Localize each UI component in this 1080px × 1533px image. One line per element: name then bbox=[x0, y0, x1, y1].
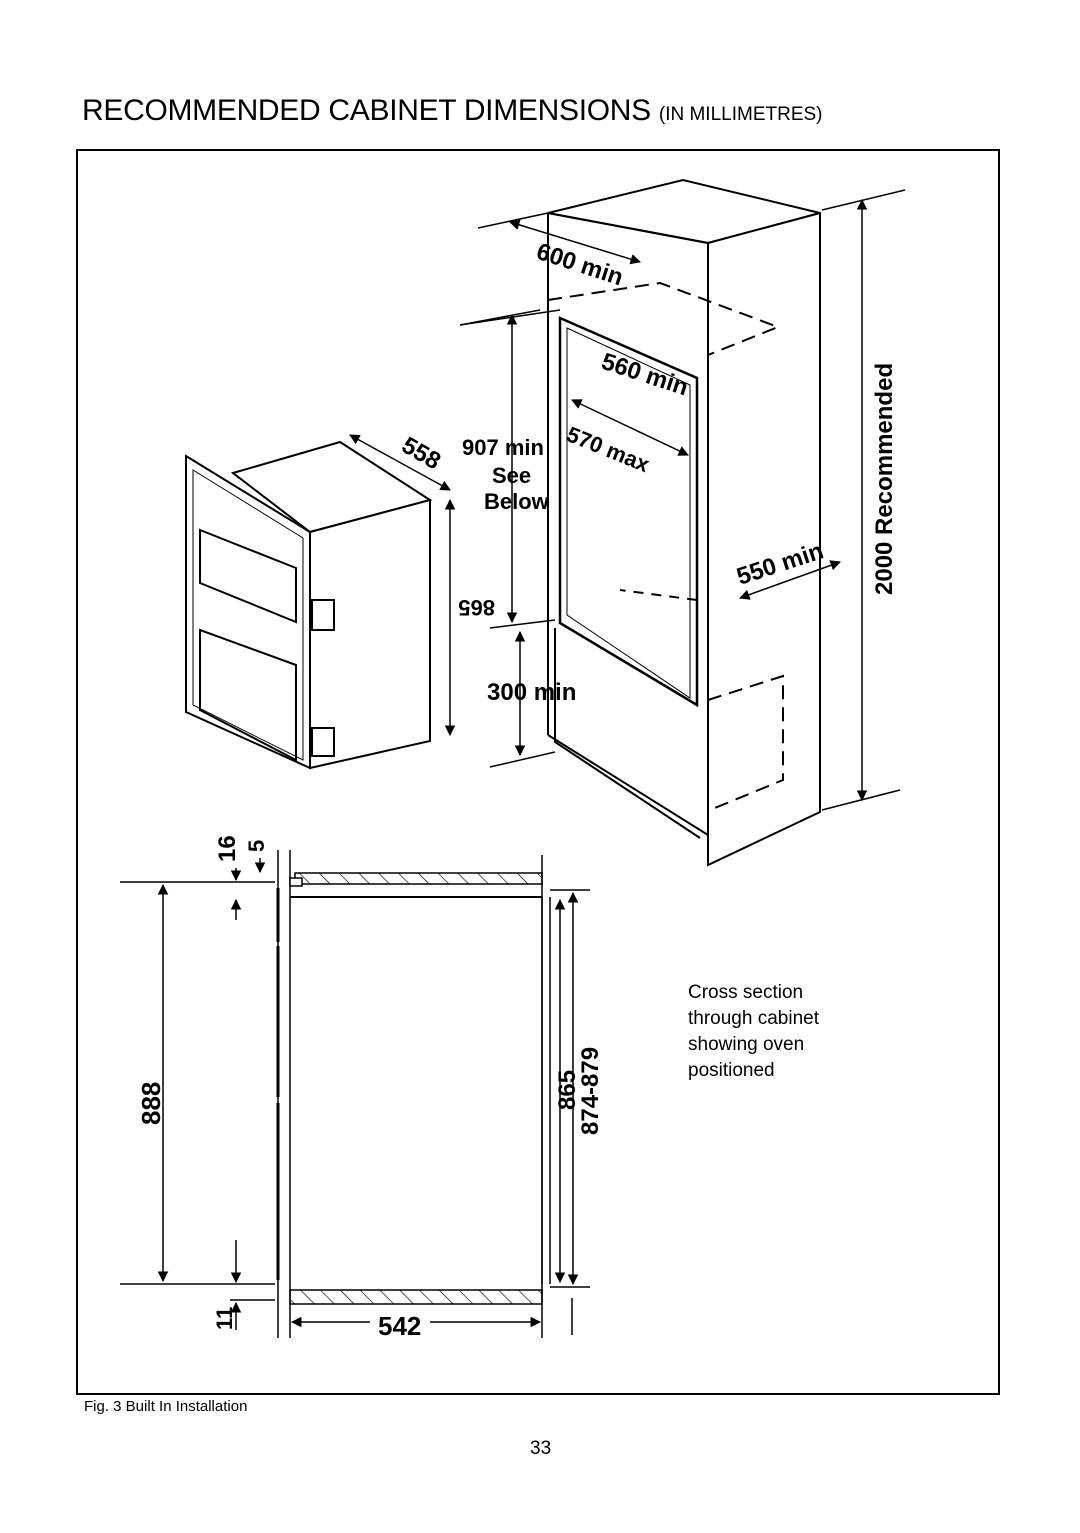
dim-865-oven-label: 865 bbox=[458, 595, 495, 620]
page-title: RECOMMENDED CABINET DIMENSIONS (IN MILLI… bbox=[82, 96, 823, 126]
dim-907-label: 907 min bbox=[462, 435, 544, 460]
see-label: See bbox=[492, 463, 531, 488]
dim-11-label: 11 bbox=[212, 1307, 237, 1330]
cross-section bbox=[120, 850, 590, 1338]
oven bbox=[185, 440, 433, 770]
dimension-lines bbox=[349, 189, 906, 811]
dim-300-label: 300 min bbox=[487, 679, 576, 706]
dim-874-879-label: 874-879 bbox=[577, 1047, 604, 1135]
title-suffix: (IN MILLIMETRES) bbox=[658, 104, 823, 125]
below-label: Below bbox=[484, 489, 550, 514]
title-main: RECOMMENDED CABINET DIMENSIONS bbox=[82, 94, 659, 127]
dim-558-label: 558 bbox=[397, 432, 445, 475]
dim-5-label: 5 bbox=[244, 840, 269, 852]
page-number: 33 bbox=[530, 1438, 552, 1459]
tall-cabinet bbox=[547, 178, 821, 867]
dim-570-label: 570 max bbox=[563, 421, 654, 477]
note-line-4: positioned bbox=[688, 1060, 775, 1081]
figure-frame bbox=[76, 149, 1000, 1395]
dim-865-label: 865 bbox=[554, 1070, 581, 1110]
note-line-2: through cabinet bbox=[688, 1008, 819, 1029]
note-line-3: showing oven bbox=[688, 1034, 805, 1055]
figure-caption: Fig. 3 Built In Installation bbox=[84, 1398, 248, 1415]
dim-542-label: 542 bbox=[378, 1311, 421, 1341]
cross-section-note: Cross section through cabinet showing ov… bbox=[688, 980, 888, 1084]
dim-16-label: 16 bbox=[214, 835, 241, 862]
dim-888-label: 888 bbox=[136, 1082, 166, 1125]
note-line-1: Cross section bbox=[688, 982, 804, 1003]
dim-2000-label: 2000 Recommended bbox=[871, 363, 898, 595]
